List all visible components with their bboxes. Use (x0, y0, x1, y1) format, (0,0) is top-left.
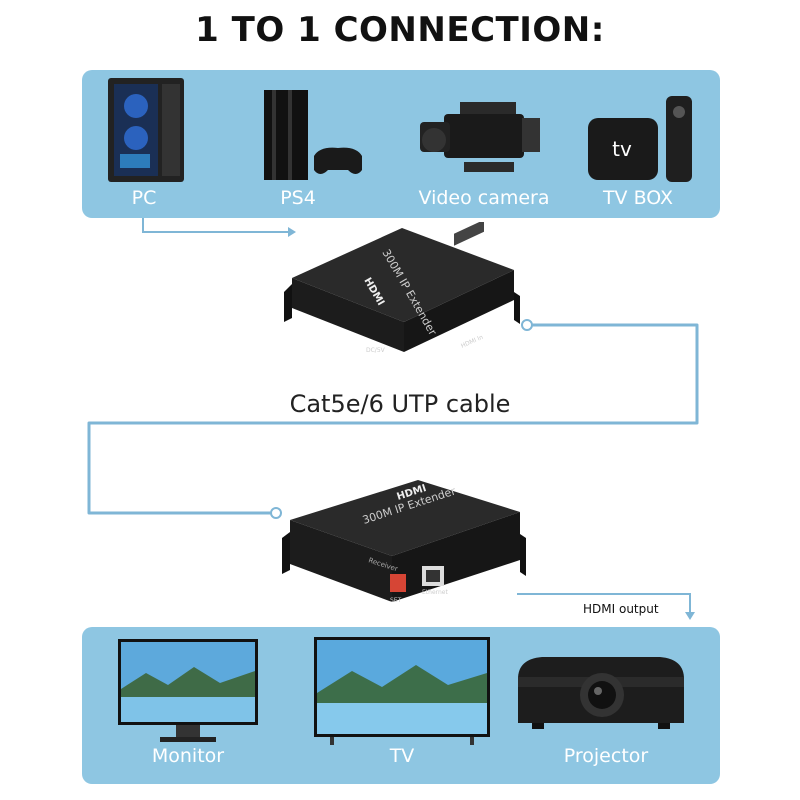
page-title: 1 TO 1 CONNECTION: (195, 10, 605, 50)
tv-box-icon: tv (588, 96, 692, 182)
receiver-set-label: SET (390, 597, 402, 604)
source-arrow-icon (288, 227, 296, 237)
ps4-console-icon (264, 90, 362, 180)
video-camera-icon (420, 102, 540, 172)
monitor-icon (118, 639, 258, 742)
display-label-monitor: Monitor (151, 745, 225, 767)
source-label-pc: PC (131, 187, 157, 209)
hdmi-output-arrow-icon (685, 612, 695, 620)
projector-icon (518, 657, 684, 729)
source-label-video-camera: Video camera (418, 187, 550, 209)
display-label-tv: TV (389, 745, 415, 767)
transmitter-device: HDMI 300M IP Extender HDMI In DC/5V (284, 222, 520, 354)
tv-box-logo: tv (612, 137, 632, 161)
display-devices-panel: Monitor TV Projector (82, 627, 720, 784)
transmitter-port-dot (521, 319, 533, 331)
transmitter-hdmi-port-label: HDMI In (460, 334, 485, 350)
cable-label: Cat5e/6 UTP cable (289, 390, 511, 418)
receiver-port-dot (270, 507, 282, 519)
tv-icon (314, 637, 490, 745)
pc-tower-icon (108, 78, 184, 182)
source-label-ps4: PS4 (280, 187, 316, 209)
transmitter-power-port-label: DC/5V (366, 347, 386, 354)
source-devices-panel: tv PC PS4 Video camera TV BOX (82, 70, 720, 218)
receiver-device: HDMI 300M IP Extender Receiver SET Ether… (282, 480, 526, 604)
display-label-projector: Projector (563, 745, 649, 767)
source-to-transmitter-line (142, 218, 288, 233)
receiver-ethernet-label: Ethernet (422, 589, 448, 596)
hdmi-output-line (517, 593, 691, 612)
hdmi-output-label: HDMI output (583, 602, 659, 616)
source-label-tv-box: TV BOX (602, 187, 674, 209)
cat-cable-line (87, 323, 699, 515)
